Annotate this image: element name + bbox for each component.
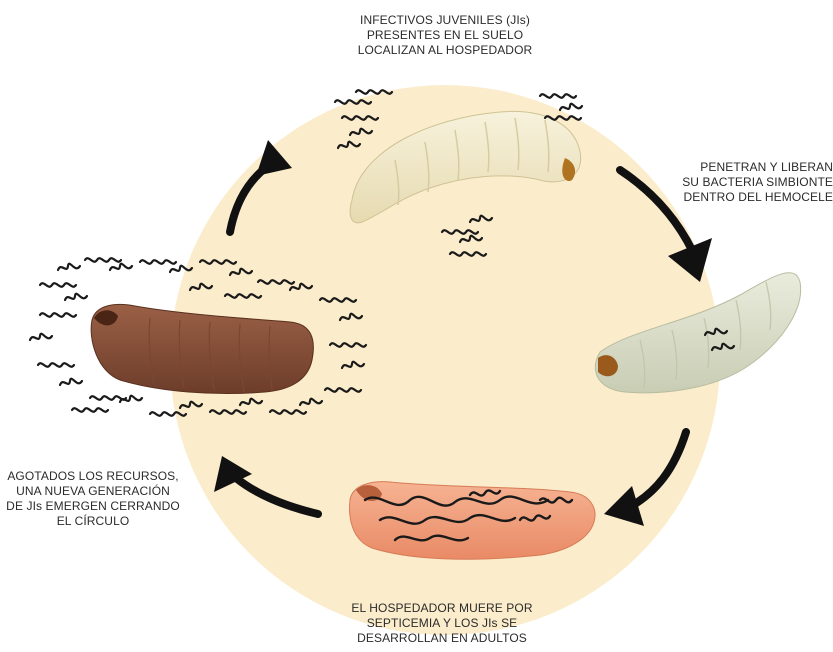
label-line: PENETRAN Y LIBERAN	[653, 160, 833, 175]
label-line: PRESENTES EN EL SUELO	[345, 28, 545, 43]
label-line: INFECTIVOS JUVENILES (JIs)	[345, 13, 545, 28]
label-line: DESARROLLAN EN ADULTOS	[332, 631, 552, 646]
label-line: SU BACTERIA SIMBIONTE	[653, 175, 833, 190]
label-line: SEPTICEMIA Y LOS JIs SE	[332, 616, 552, 631]
label-line: UNA NUEVA GENERACIÓN	[0, 484, 186, 499]
label-line: DE JIs EMERGEN CERRANDO	[0, 499, 186, 514]
label-line: LOCALIZAN AL HOSPEDADOR	[345, 43, 545, 58]
larva-dead	[350, 482, 595, 560]
label-line: DENTRO DEL HEMOCELE	[653, 190, 833, 205]
label-line: EL CÍRCULO	[0, 514, 186, 529]
step-label-new-generation: AGOTADOS LOS RECURSOS, UNA NUEVA GENERAC…	[0, 469, 186, 529]
label-line: AGOTADOS LOS RECURSOS,	[0, 469, 186, 484]
step-label-penetrate: PENETRAN Y LIBERAN SU BACTERIA SIMBIONTE…	[653, 160, 833, 205]
label-line: EL HOSPEDADOR MUERE POR	[332, 601, 552, 616]
step-label-host-dies: EL HOSPEDADOR MUERE POR SEPTICEMIA Y LOS…	[332, 601, 552, 646]
step-label-locate-host: INFECTIVOS JUVENILES (JIs) PRESENTES EN …	[345, 13, 545, 58]
